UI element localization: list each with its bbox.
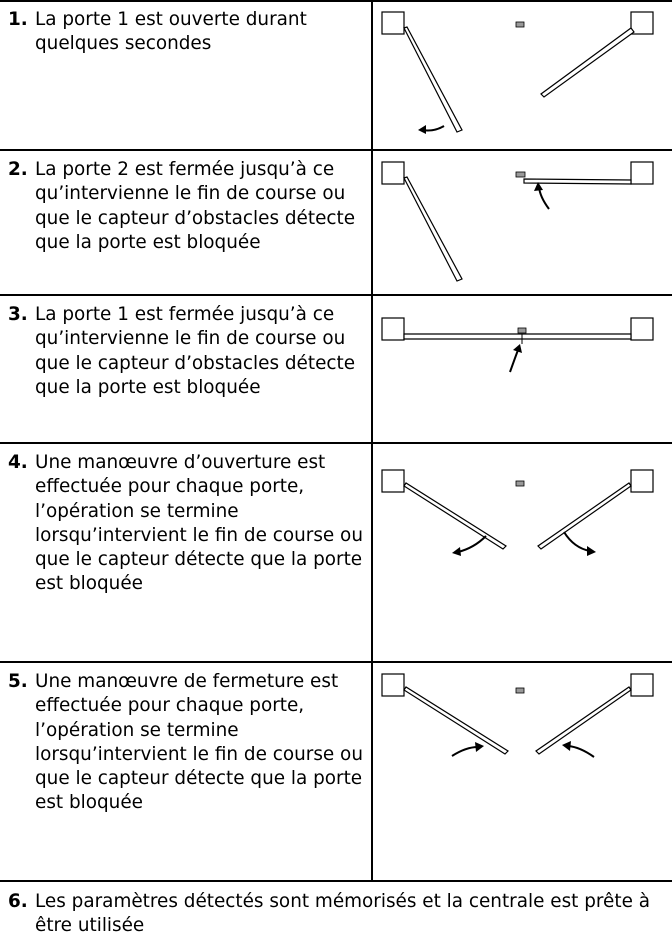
step-1-number: 1. [8, 9, 28, 30]
step-6-number: 6. [8, 891, 28, 912]
step-5-diagram [381, 673, 654, 758]
step-6: 6. Les paramètres détectés sont mémorisé… [8, 890, 658, 939]
step-3-diagram [381, 317, 654, 373]
row-divider [0, 442, 672, 444]
step-2-diagram [381, 161, 654, 282]
step-5-number: 5. [8, 671, 28, 692]
step-4-text: Une manœuvre d’ouverture est effectuée p… [35, 452, 363, 595]
step-3-text: La porte 1 est fermée jusqu’à ce qu’inte… [35, 304, 356, 398]
step-2-number: 2. [8, 159, 28, 180]
column-divider [371, 0, 373, 882]
step-2: 2. La porte 2 est fermée jusqu’à ce qu’i… [8, 158, 366, 255]
step-3-number: 3. [8, 304, 28, 325]
step-4-number: 4. [8, 452, 28, 473]
step-3: 3. La porte 1 est fermée jusqu’à ce qu’i… [8, 303, 366, 400]
step-2-text: La porte 2 est fermée jusqu’à ce qu’inte… [35, 159, 356, 253]
step-4-diagram [381, 469, 654, 556]
step-4: 4. Une manœuvre d’ouverture est effectué… [8, 451, 366, 597]
step-1: 1. La porte 1 est ouverte durant quelque… [8, 8, 366, 57]
row-divider [0, 294, 672, 296]
step-5: 5. Une manœuvre de fermeture est effectu… [8, 670, 366, 816]
row-divider [0, 880, 672, 882]
row-divider [0, 661, 672, 663]
step-1-diagram [381, 11, 654, 134]
step-6-text: Les paramètres détectés sont mémorisés e… [35, 891, 651, 937]
table-top-border [0, 0, 672, 2]
step-1-text: La porte 1 est ouverte durant quelques s… [35, 9, 307, 55]
row-divider [0, 149, 672, 151]
step-5-text: Une manœuvre de fermeture est effectuée … [35, 671, 363, 814]
